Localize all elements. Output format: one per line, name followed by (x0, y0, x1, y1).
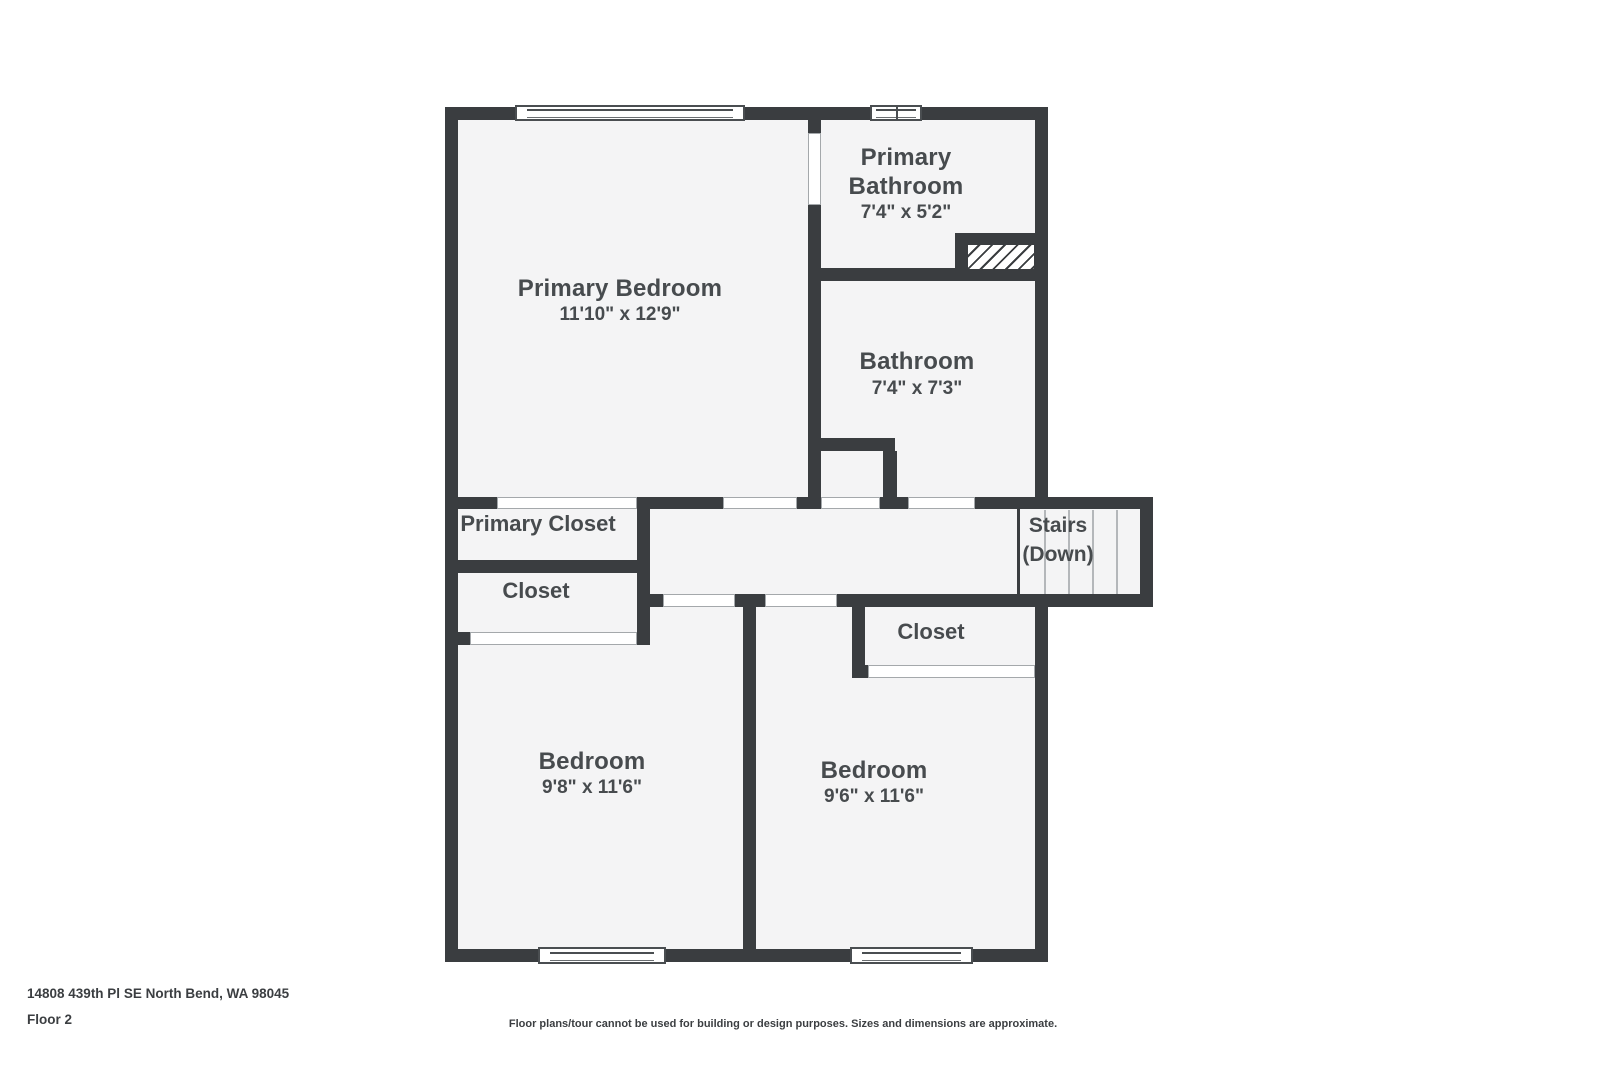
window-bedroom-left (538, 947, 666, 964)
wall-closet-left-bottom-seg (445, 632, 470, 645)
wall-bedroom-bath-divider-upper (808, 120, 821, 133)
wall-bathroom-alcove-stub (821, 438, 895, 451)
hatched-chase-icon (967, 244, 1035, 270)
wall-closet-right-left (852, 594, 865, 678)
opening-bedroom-right-door (765, 594, 837, 607)
floor-number-label: Floor 2 (27, 1012, 73, 1027)
wall-stairs-right (1140, 497, 1153, 607)
room-label-bathroom: Bathroom (859, 348, 975, 375)
room-label-closet-right: Closet (897, 619, 965, 644)
stair-tread (1068, 510, 1070, 594)
wall-hall-top-seg2 (637, 497, 723, 509)
wall-bathroom-alcove-vert (883, 451, 897, 497)
window-primary-bathroom (870, 105, 922, 121)
stairs-left-edge (1017, 509, 1020, 594)
wall-outer-left (445, 107, 458, 962)
room-label-bedroom-left: Bedroom (538, 748, 646, 775)
opening-bedroom-left-door (663, 594, 735, 607)
wall-hall-bottom-seg1 (637, 594, 663, 607)
wall-hall-top-seg3 (797, 497, 821, 509)
window-pane (862, 951, 961, 961)
opening-primary-closet (497, 497, 637, 509)
window-pane (550, 951, 654, 961)
wall-outer-right-upper (1035, 107, 1048, 509)
wall-stairs-top (975, 497, 1153, 509)
window-mullion (896, 106, 898, 120)
wall-closet-right-bottom-seg (852, 665, 868, 678)
opening-primary-bathroom-door (808, 133, 821, 205)
opening-linen-pocket-door (821, 497, 880, 509)
wall-bedroom-divider (743, 594, 756, 962)
wall-outer-right-lower (1035, 607, 1048, 962)
stair-tread (1092, 510, 1094, 594)
property-address: 14808 439th Pl SE North Bend, WA 98045 (27, 986, 290, 1001)
room-dims-primary-bathroom: 7'4" x 5'2" (860, 202, 952, 223)
wall-hall-top-seg4 (880, 497, 908, 509)
room-label-stairs-line1: Stairs (1028, 514, 1088, 537)
window-primary-bedroom (515, 105, 745, 121)
room-label-closet-left: Closet (502, 578, 570, 603)
opening-closet-right-door (868, 665, 1035, 678)
room-dims-primary-bedroom: 11'10" x 12'9" (559, 304, 681, 325)
wall-primary-closet-bottom (445, 560, 650, 573)
room-dims-bedroom-right: 9'6" x 11'6" (824, 786, 924, 807)
opening-primary-bedroom-door (723, 497, 797, 509)
wall-bedroom-bath-divider-lower (808, 205, 821, 497)
room-label-primary-closet: Primary Closet (460, 511, 616, 536)
room-label-primary-bathroom-line2: Bathroom (848, 173, 964, 200)
room-label-bedroom-right: Bedroom (820, 757, 928, 784)
stair-tread (1044, 510, 1046, 594)
room-label-primary-bedroom: Primary Bedroom (517, 275, 723, 302)
floor-stairs-bump (1020, 497, 1153, 607)
disclaimer-text: Floor plans/tour cannot be used for buil… (508, 1018, 1058, 1030)
window-bedroom-right (850, 947, 973, 964)
wall-hall-top-seg1 (458, 497, 497, 509)
wall-stairs-bottom (837, 594, 1153, 607)
window-pane (527, 109, 733, 118)
stair-tread (1116, 510, 1118, 594)
room-label-stairs-line2: (Down) (1022, 543, 1094, 566)
room-dims-bedroom-left: 9'8" x 11'6" (542, 777, 642, 798)
opening-bathroom-door (908, 497, 975, 509)
room-dims-bathroom: 7'4" x 7'3" (871, 378, 963, 399)
room-label-primary-bathroom-line1: Primary (860, 144, 952, 171)
opening-closet-left-door (470, 632, 637, 645)
